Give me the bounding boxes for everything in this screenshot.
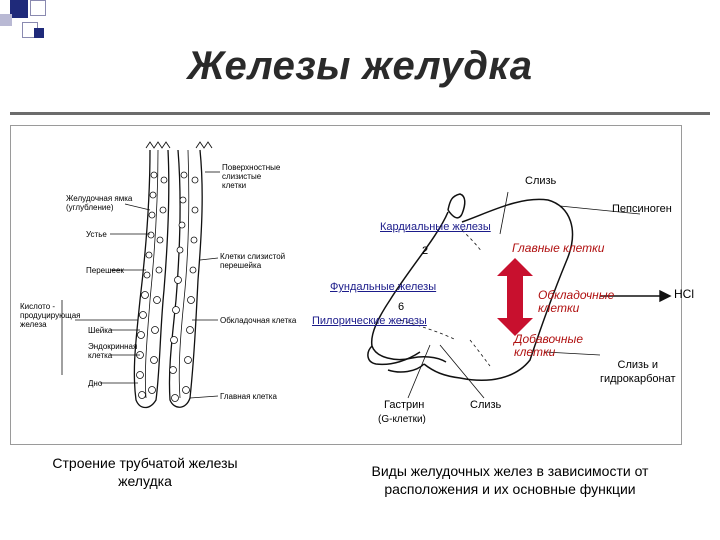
label-parietal-cell: Обкладочная клетка (220, 316, 297, 325)
label-mucous-neck-cells: Клетки слизистой перешейка (220, 252, 286, 270)
label-cardiac-glands: Кардиальные железы (380, 221, 491, 233)
figure-frame (10, 125, 682, 445)
label-pepsinogen: Пепсиноген (612, 203, 672, 215)
label-number-6: 6 (398, 301, 405, 313)
label-fundic-glands: Фундальные железы (330, 281, 437, 293)
label-mucus-bicarbonate: Слизь и гидрокарбонат (600, 359, 676, 385)
title-divider (10, 112, 710, 115)
label-hcl: HCl (674, 287, 694, 301)
label-mouth: Устье (86, 230, 107, 239)
label-mucus-bottom: Слизь (470, 399, 502, 411)
label-mucus-top: Слизь (525, 175, 557, 187)
decorative-square (0, 14, 12, 26)
slide-title: Железы желудка (187, 44, 533, 88)
label-surface-cells: Поверхностные слизистые клетки (222, 163, 281, 190)
label-accessory-cells: Добавочные клетки (514, 332, 583, 359)
label-acid-gland: Кислото - продуцирующая железа (20, 302, 81, 329)
caption-gland-types: Виды желудочных желез в зависимости от р… (371, 463, 649, 497)
caption-gland-structure: Строение трубчатой железы желудка (52, 455, 238, 489)
label-g-cells: (G-клетки) (378, 414, 426, 425)
gland-cells (136, 171, 199, 402)
label-base: Дно (88, 379, 103, 388)
label-chief-cells: Главные клетки (512, 241, 605, 255)
stomach-region-borders (399, 229, 491, 367)
label-chief-cell: Главная клетка (220, 392, 277, 401)
decorative-square (10, 0, 28, 18)
label-endocrine-cell: Эндокринная клетка (88, 342, 138, 360)
label-neck: Шейка (88, 326, 113, 335)
label-gastrin: Гастрин (384, 399, 425, 411)
decorative-square (34, 28, 44, 38)
stomach-pointer-lines (407, 191, 641, 399)
gland-pointer-lines (61, 171, 220, 399)
label-isthmus: Перешеек (86, 266, 124, 275)
tubular-gland-illustration (133, 141, 213, 409)
decorative-square (30, 0, 46, 16)
label-number-2: 2 (422, 245, 429, 257)
label-parietal-cells: Обкладочные клетки (538, 288, 615, 315)
red-double-arrow (497, 258, 533, 336)
label-pyloric-glands: Пилорические железы (312, 315, 427, 327)
label-gastric-pit: Желудочная ямка (углубление) (66, 194, 133, 212)
hcl-arrow (600, 289, 672, 303)
